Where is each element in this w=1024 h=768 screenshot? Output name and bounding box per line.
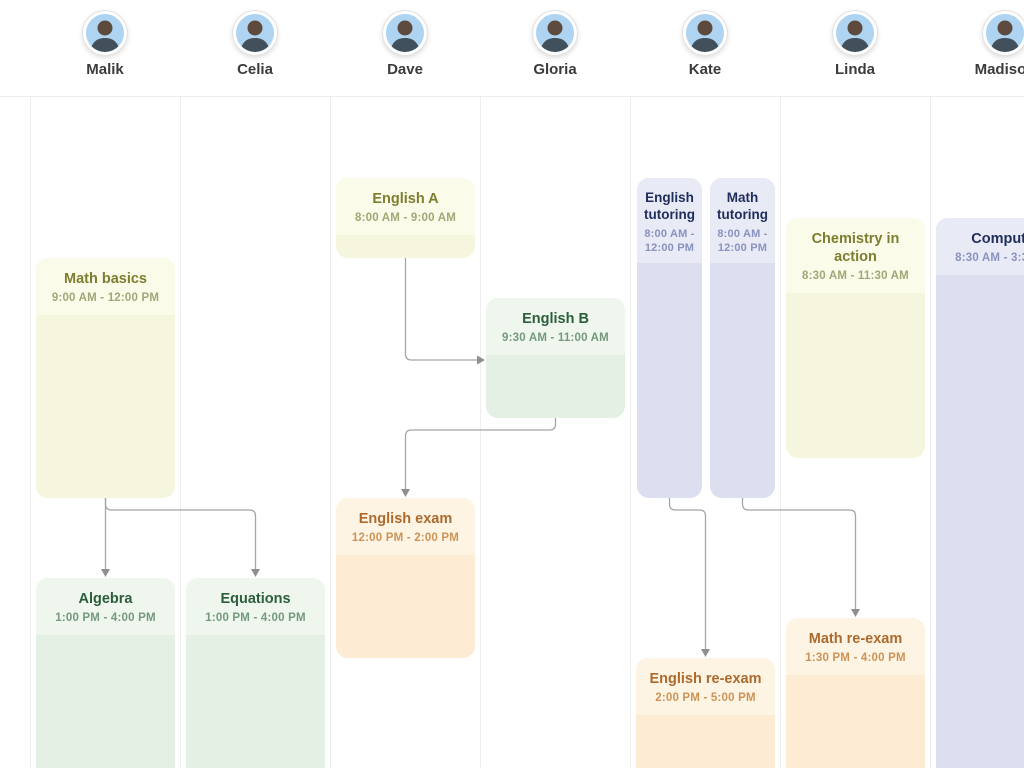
person-photo-icon xyxy=(390,20,420,52)
event-card-english-tutoring[interactable]: English tutoring 8:00 AM - 12:00 PM xyxy=(637,178,702,498)
schedule-column-malik xyxy=(30,96,181,768)
event-card-math-basics[interactable]: Math basics 9:00 AM - 12:00 PM xyxy=(36,258,175,498)
person-column-header: Linda xyxy=(780,0,930,96)
avatar[interactable] xyxy=(833,11,877,55)
person-photo-icon xyxy=(240,20,270,52)
avatar[interactable] xyxy=(233,11,277,55)
event-card-algebra[interactable]: Algebra 1:00 PM - 4:00 PM xyxy=(36,578,175,768)
event-title: Equations xyxy=(220,591,291,607)
event-title: English exam xyxy=(358,511,453,527)
event-card-header: Math re-exam 1:30 PM - 4:00 PM xyxy=(786,618,925,676)
event-card-english-exam[interactable]: English exam 12:00 PM - 2:00 PM xyxy=(336,498,475,658)
avatar[interactable] xyxy=(983,11,1024,55)
avatar[interactable] xyxy=(683,11,727,55)
event-time: 2:00 PM - 5:00 PM xyxy=(655,692,756,705)
schedule-column-madison xyxy=(930,96,1024,768)
person-name: Gloria xyxy=(533,61,577,78)
person-column-header: Dave xyxy=(330,0,480,96)
person-name: Kate xyxy=(688,61,722,78)
event-title: Computer xyxy=(971,231,1024,247)
event-time: 1:00 PM - 4:00 PM xyxy=(55,612,156,625)
event-time: 8:30 AM - 11:30 AM xyxy=(802,270,909,283)
event-card-math-re-exam[interactable]: Math re-exam 1:30 PM - 4:00 PM xyxy=(786,618,925,768)
avatar[interactable] xyxy=(83,11,127,55)
person-name: Linda xyxy=(835,61,875,78)
person-name: Dave xyxy=(387,61,423,78)
event-card-header: English A 8:00 AM - 9:00 AM xyxy=(336,178,475,236)
event-card-header: English B 9:30 AM - 11:00 AM xyxy=(486,298,625,356)
event-card-header: Computer 8:30 AM - 3:30 PM xyxy=(936,218,1024,276)
event-title: English B xyxy=(522,311,589,327)
event-time: 1:00 PM - 4:00 PM xyxy=(205,612,306,625)
person-column-header: Kate xyxy=(630,0,780,96)
schedule-column-gloria xyxy=(480,96,631,768)
event-time: 8:30 AM - 3:30 PM xyxy=(955,252,1024,265)
person-photo-icon xyxy=(690,20,720,52)
schedule-column-dave xyxy=(330,96,481,768)
event-card-header: Math basics 9:00 AM - 12:00 PM xyxy=(36,258,175,316)
event-card-equations[interactable]: Equations 1:00 PM - 4:00 PM xyxy=(186,578,325,768)
person-column-header: Madison xyxy=(930,0,1024,96)
avatar[interactable] xyxy=(383,11,427,55)
event-card-english-re-exam[interactable]: English re-exam 2:00 PM - 5:00 PM xyxy=(636,658,775,768)
event-title: English A xyxy=(372,191,439,207)
event-time: 9:00 AM - 12:00 PM xyxy=(51,292,160,305)
event-title: Algebra xyxy=(78,591,133,607)
event-time: 8:00 AM - 12:00 PM xyxy=(644,227,695,255)
event-card-math-tutoring[interactable]: Math tutoring 8:00 AM - 12:00 PM xyxy=(710,178,775,498)
event-card-english-a[interactable]: English A 8:00 AM - 9:00 AM xyxy=(336,178,475,258)
event-title: Math tutoring xyxy=(717,190,768,222)
person-column-header: Celia xyxy=(180,0,330,96)
event-card-header: English exam 12:00 PM - 2:00 PM xyxy=(336,498,475,556)
schedule-column-kate xyxy=(630,96,781,768)
event-time: 12:00 PM - 2:00 PM xyxy=(351,532,460,545)
event-title: Math basics xyxy=(64,271,147,287)
person-photo-icon xyxy=(990,20,1020,52)
schedule-column-celia xyxy=(180,96,331,768)
person-name: Madison xyxy=(974,61,1024,78)
event-title: English re-exam xyxy=(649,671,762,687)
event-card-computer[interactable]: Computer 8:30 AM - 3:30 PM xyxy=(936,218,1024,768)
event-card-header: English tutoring 8:00 AM - 12:00 PM xyxy=(637,178,702,264)
event-card-chemistry[interactable]: Chemistry in action 8:30 AM - 11:30 AM xyxy=(786,218,925,458)
event-card-header: Math tutoring 8:00 AM - 12:00 PM xyxy=(710,178,775,264)
person-name: Celia xyxy=(237,61,273,78)
avatar[interactable] xyxy=(533,11,577,55)
person-column-header: Gloria xyxy=(480,0,630,96)
event-title: Chemistry in action xyxy=(811,231,900,266)
event-card-header: English re-exam 2:00 PM - 5:00 PM xyxy=(636,658,775,716)
person-photo-icon xyxy=(840,20,870,52)
event-time: 8:00 AM - 9:00 AM xyxy=(355,212,456,225)
person-photo-icon xyxy=(90,20,120,52)
people-header: Malik Celia Dave Gloria Kate Linda Madison xyxy=(0,0,1024,97)
event-card-header: Equations 1:00 PM - 4:00 PM xyxy=(186,578,325,636)
event-time: 9:30 AM - 11:00 AM xyxy=(502,332,609,345)
person-column-header: Malik xyxy=(30,0,180,96)
event-time: 8:00 AM - 12:00 PM xyxy=(717,227,768,255)
event-card-english-b[interactable]: English B 9:30 AM - 11:00 AM xyxy=(486,298,625,418)
event-time: 1:30 PM - 4:00 PM xyxy=(805,652,906,665)
event-title: English tutoring xyxy=(644,190,695,222)
event-card-header: Chemistry in action 8:30 AM - 11:30 AM xyxy=(786,218,925,294)
schedule-column-linda xyxy=(780,96,931,768)
person-name: Malik xyxy=(86,61,124,78)
event-card-header: Algebra 1:00 PM - 4:00 PM xyxy=(36,578,175,636)
event-title: Math re-exam xyxy=(808,631,903,647)
person-photo-icon xyxy=(540,20,570,52)
